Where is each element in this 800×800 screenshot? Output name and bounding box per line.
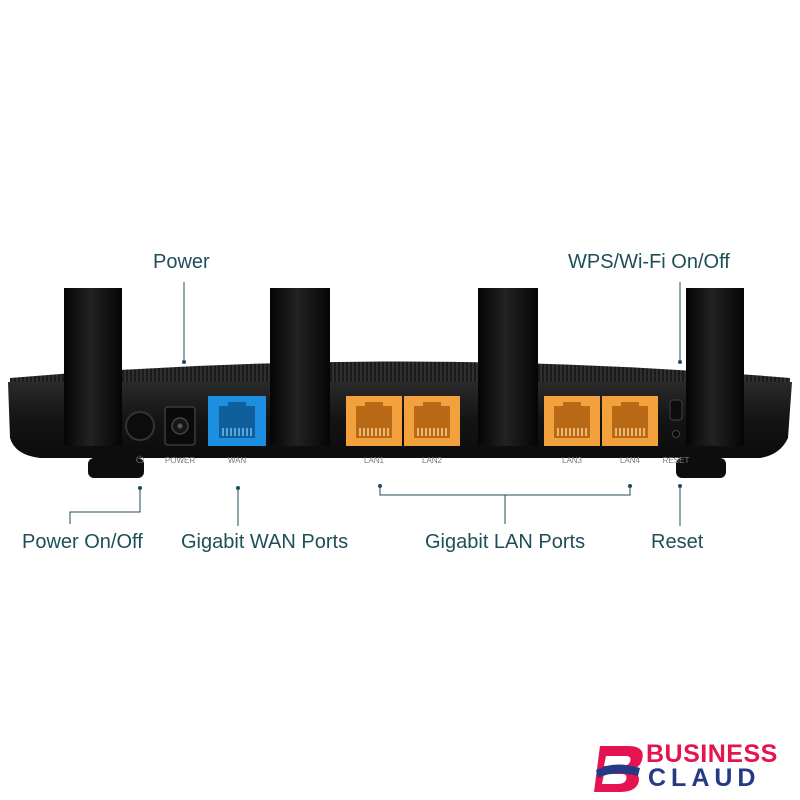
reset-hole [672,430,680,438]
lan3-port-label: LAN3 [561,456,583,465]
lan-port-2 [404,396,460,446]
lan-port-4 [602,396,658,446]
lan4-port-label: LAN4 [619,456,641,465]
callout-wan-ports: Gigabit WAN Ports [181,531,349,553]
lan1-port-label: LAN1 [363,456,385,465]
callout-power-onoff: Power On/Off [22,531,143,553]
antenna [686,288,744,446]
power-button [125,411,155,441]
callout-leaders [69,282,681,526]
lan-port-3 [544,396,600,446]
lan-port-1 [346,396,402,446]
antenna [270,288,330,446]
logo-line-business: BUSINESS [646,740,778,768]
wps-button [669,399,683,421]
callout-reset: Reset [651,531,704,553]
antenna [64,288,122,446]
callout-lan-ports: Gigabit LAN Ports [425,531,586,553]
callout-wps-wifi: WPS/Wi-Fi On/Off [568,251,730,273]
logo-line-claud: CLAUD [648,764,761,792]
wan-port [208,396,266,446]
lan2-port-label: LAN2 [421,456,443,465]
router-foot [676,458,726,478]
callout-dots [138,360,682,490]
wan-port-label: WAN [227,456,247,465]
callout-power: Power [153,251,210,273]
reset-port-label: RESET [662,456,690,465]
business-claud-emblem [594,746,643,792]
power-port-label: POWER [164,456,196,465]
antenna [478,288,538,446]
power-symbol-label: ⏻ [136,455,144,466]
router-foot [88,458,144,478]
